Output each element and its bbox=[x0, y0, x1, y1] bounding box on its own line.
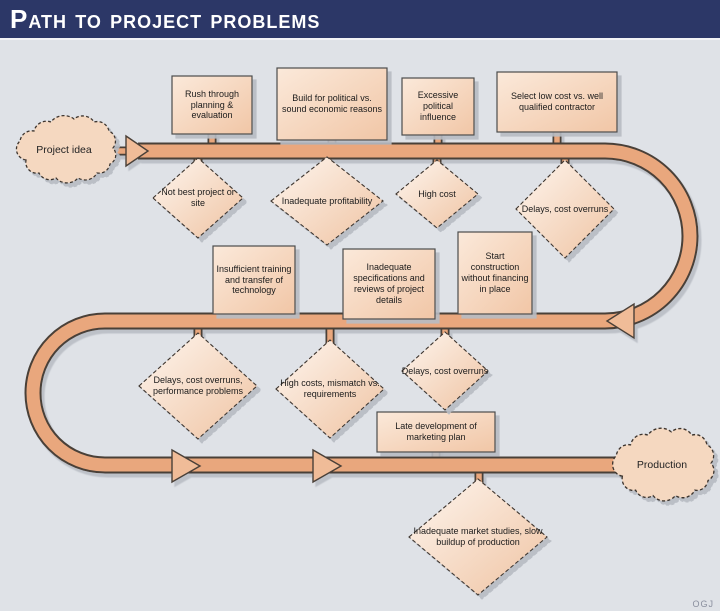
cause-box-s1-3 bbox=[401, 77, 475, 136]
effect-diamond-s2-1 bbox=[138, 332, 258, 440]
effect-diamond-s1-4 bbox=[515, 159, 615, 259]
cause-box-s2-1 bbox=[212, 245, 296, 315]
flow-arrow-left bbox=[605, 302, 635, 340]
effect-diamond-s2-2 bbox=[275, 339, 385, 439]
title-banner: Path to Project Problems bbox=[0, 0, 720, 40]
cause-box-s3-1 bbox=[376, 411, 496, 453]
diagram-title: Path to Project Problems bbox=[10, 4, 321, 34]
credit-text: OGJ bbox=[692, 599, 714, 609]
flow-arrow-bottom-2 bbox=[312, 448, 343, 484]
flow-arrow-bottom-1 bbox=[171, 448, 202, 484]
cause-box-s2-2 bbox=[342, 248, 436, 320]
cause-box-s2-3 bbox=[457, 231, 533, 315]
cause-box-s1-2 bbox=[276, 67, 388, 141]
effect-diamond-s3-1 bbox=[408, 478, 548, 596]
end-cloud-shape bbox=[611, 427, 715, 502]
effect-diamond-s2-3 bbox=[401, 331, 489, 411]
cause-box-s1-1 bbox=[171, 75, 253, 135]
start-cloud-shape bbox=[15, 114, 117, 184]
effect-diamond-s1-2 bbox=[270, 156, 384, 246]
cause-box-s1-4 bbox=[496, 71, 618, 133]
effect-diamond-s1-3 bbox=[395, 159, 479, 229]
road-fill bbox=[26, 144, 697, 472]
effect-diamond-s1-1 bbox=[152, 157, 244, 239]
flow-arrow-start bbox=[125, 134, 150, 168]
